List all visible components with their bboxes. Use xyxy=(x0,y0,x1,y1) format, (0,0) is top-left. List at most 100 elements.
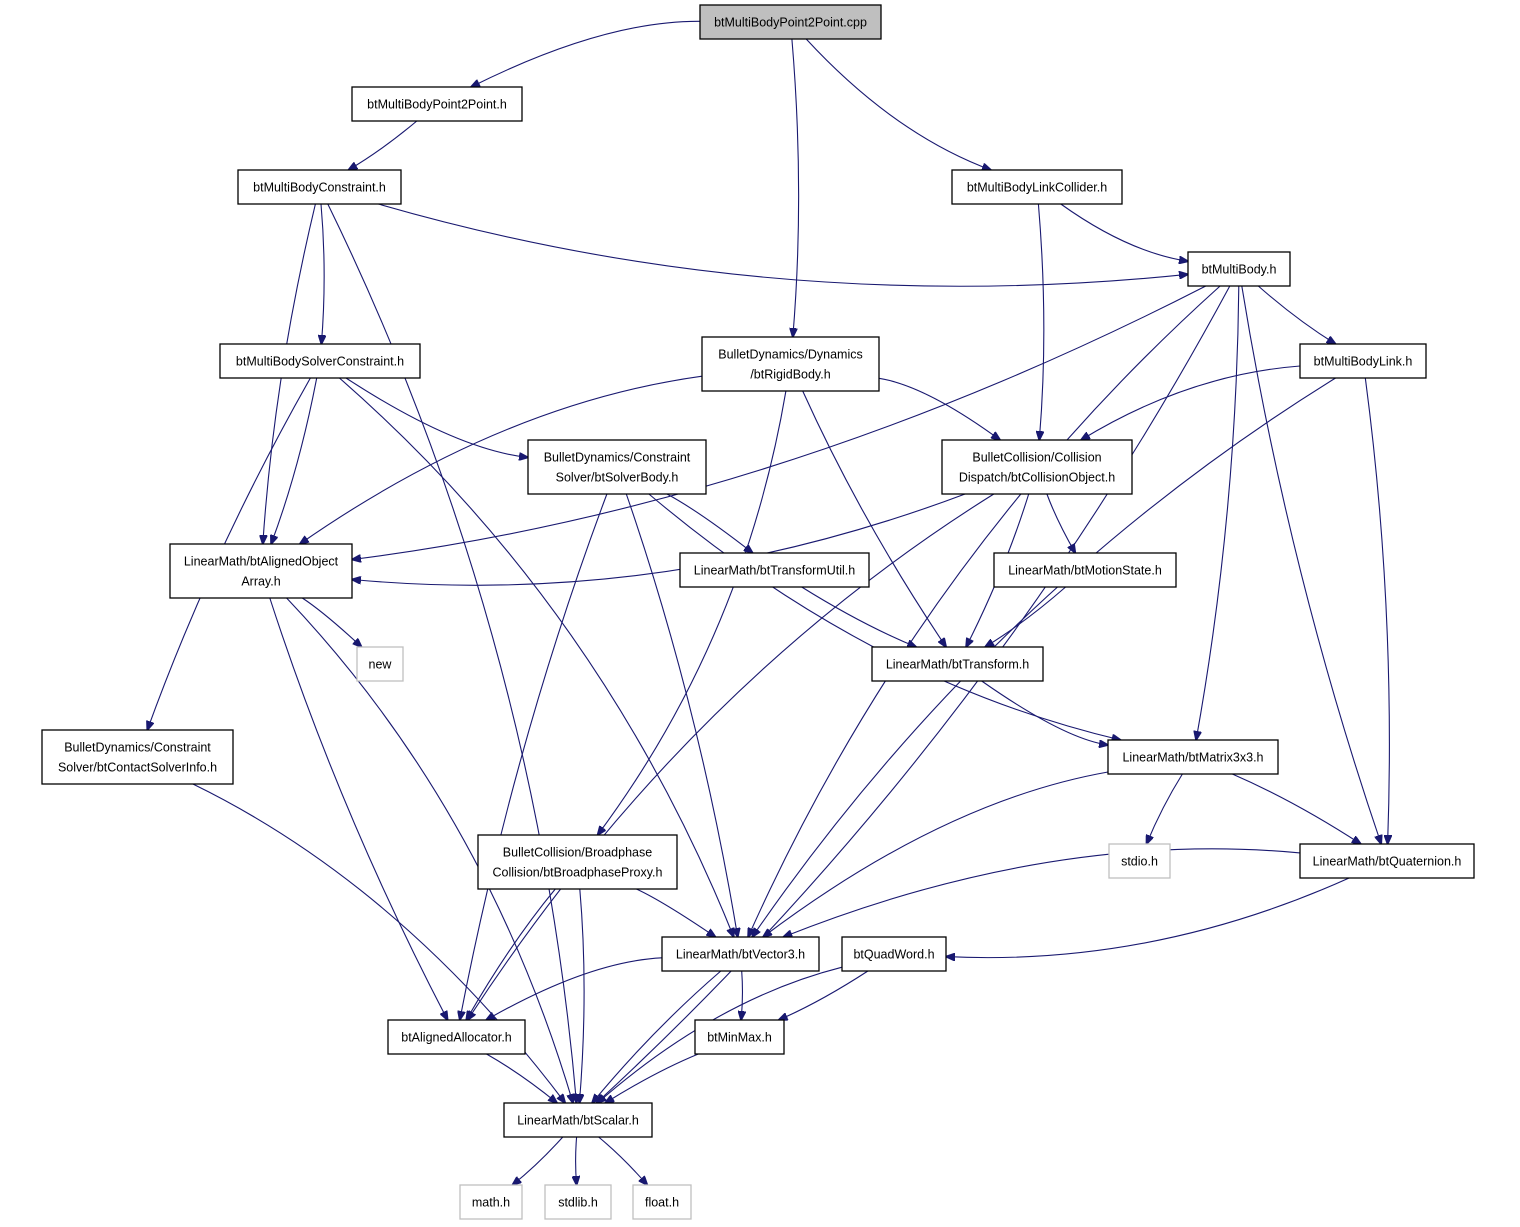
node-collisionobject-h[interactable]: BulletCollision/CollisionDispatch/btColl… xyxy=(941,439,1133,495)
node-box xyxy=(351,86,523,122)
edge-link_h-to-quaternion_h xyxy=(1364,377,1389,844)
edge-vector3_h-to-minmax_h xyxy=(741,970,742,1020)
node-solverbody-h[interactable]: BulletDynamics/ConstraintSolver/btSolver… xyxy=(527,439,707,495)
edge-collisionobject_h-to-alignedobjectarray_h xyxy=(352,493,966,586)
node-label: float.h xyxy=(645,1196,679,1210)
node-link-h[interactable]: btMultiBodyLink.h xyxy=(1299,343,1427,379)
node-label: /btRigidBody.h xyxy=(750,368,830,382)
node-label: Dispatch/btCollisionObject.h xyxy=(959,471,1115,485)
node-scalar-h[interactable]: LinearMath/btScalar.h xyxy=(503,1102,653,1138)
node-solverconstraint-h[interactable]: btMultiBodySolverConstraint.h xyxy=(219,343,421,379)
node-broadphaseproxy-h[interactable]: BulletCollision/BroadphaseCollision/btBr… xyxy=(477,834,678,890)
node-label: LinearMath/btQuaternion.h xyxy=(1313,855,1462,869)
edge-collisionobject_h-to-alignedallocator_h xyxy=(468,493,995,1020)
node-box xyxy=(1187,251,1291,287)
node-label: Array.h xyxy=(241,575,280,589)
node-box xyxy=(871,646,1044,682)
node-label: BulletDynamics/Constraint xyxy=(544,451,691,465)
node-label: BulletCollision/Broadphase xyxy=(503,846,652,860)
edge-linkcollider_h-to-collisionobject_h xyxy=(1038,203,1045,440)
edge-quaternion_h-to-vector3_h xyxy=(783,848,1301,937)
node-box xyxy=(1107,739,1279,775)
edge-solverconstraint_h-to-vector3_h xyxy=(339,377,733,937)
edge-matrix3x3_h-to-quaternion_h xyxy=(1232,773,1361,844)
edge-alignedobjectarray_h-to-alignedallocator_h xyxy=(269,597,448,1020)
node-box xyxy=(701,336,880,392)
node-label: new xyxy=(369,658,393,672)
edge-constraint_h-to-solverconstraint_h xyxy=(321,203,324,344)
edge-scalar_h-to-float_h xyxy=(598,1136,648,1185)
node-quadword-h[interactable]: btQuadWord.h xyxy=(841,936,947,972)
node-p2p-h[interactable]: btMultiBodyPoint2Point.h xyxy=(351,86,523,122)
edge-p2p_h-to-constraint_h xyxy=(348,120,418,170)
node-box xyxy=(941,439,1133,495)
edge-vector3_h-to-alignedallocator_h xyxy=(486,957,663,1020)
edge-multibody_h-to-quaternion_h xyxy=(1241,285,1381,844)
node-transformutil-h[interactable]: LinearMath/btTransformUtil.h xyxy=(679,552,870,588)
node-label: BulletDynamics/Dynamics xyxy=(718,348,862,362)
node-math-h: math.h xyxy=(459,1184,523,1220)
node-label: LinearMath/btScalar.h xyxy=(517,1114,639,1128)
node-root[interactable]: btMultiBodyPoint2Point.cpp xyxy=(699,4,882,40)
node-label: btMultiBodySolverConstraint.h xyxy=(236,355,404,369)
node-label: Collision/btBroadphaseProxy.h xyxy=(492,866,662,880)
node-label: btMultiBodyConstraint.h xyxy=(253,181,386,195)
node-motionstate-h[interactable]: LinearMath/btMotionState.h xyxy=(993,552,1177,588)
node-label: math.h xyxy=(472,1196,510,1210)
node-label: LinearMath/btAlignedObject xyxy=(184,555,339,569)
node-quaternion-h[interactable]: LinearMath/btQuaternion.h xyxy=(1299,843,1475,879)
edge-linkcollider_h-to-multibody_h xyxy=(1060,203,1188,261)
node-minmax-h[interactable]: btMinMax.h xyxy=(694,1019,785,1055)
node-box xyxy=(694,1019,785,1055)
node-label: Solver/btContactSolverInfo.h xyxy=(58,761,217,775)
node-label: BulletCollision/Collision xyxy=(972,451,1101,465)
edge-solverconstraint_h-to-solverbody_h xyxy=(345,377,528,457)
node-label: LinearMath/btTransformUtil.h xyxy=(694,564,855,578)
node-label: btMultiBodyLink.h xyxy=(1314,355,1413,369)
node-box xyxy=(661,936,820,972)
edges xyxy=(147,20,1389,1185)
node-box xyxy=(993,552,1177,588)
edge-contactsolverinfo_h-to-scalar_h xyxy=(192,783,565,1103)
edge-alignedobjectarray_h-to-scalar_h xyxy=(286,597,573,1103)
edge-solverbody_h-to-vector3_h xyxy=(625,493,737,937)
nodes: btMultiBodyPoint2Point.cpp btMultiBodyPoi… xyxy=(41,4,1475,1220)
node-new: new xyxy=(356,646,404,682)
node-linkcollider-h[interactable]: btMultiBodyLinkCollider.h xyxy=(951,169,1123,205)
node-label: Solver/btSolverBody.h xyxy=(556,471,679,485)
edge-root-to-p2p_h xyxy=(471,20,701,87)
edge-multibody_h-to-alignedobjectarray_h xyxy=(352,285,1207,560)
node-box xyxy=(679,552,870,588)
node-rigidbody-h[interactable]: BulletDynamics/Dynamics/btRigidBody.h xyxy=(701,336,880,392)
node-box xyxy=(1299,843,1475,879)
node-constraint-h[interactable]: btMultiBodyConstraint.h xyxy=(237,169,402,205)
node-box xyxy=(356,646,404,682)
edge-multibody_h-to-scalar_h xyxy=(596,285,1231,1103)
edge-multibody_h-to-matrix3x3_h xyxy=(1196,285,1240,740)
edge-rigidbody_h-to-broadphaseproxy_h xyxy=(598,390,787,835)
node-alignedallocator-h[interactable]: btAlignedAllocator.h xyxy=(387,1019,526,1055)
edge-constraint_h-to-multibody_h xyxy=(378,203,1188,287)
node-label: btQuadWord.h xyxy=(853,948,934,962)
node-matrix3x3-h[interactable]: LinearMath/btMatrix3x3.h xyxy=(1107,739,1279,775)
edge-alignedobjectarray_h-to-new xyxy=(301,597,361,647)
node-box xyxy=(544,1184,612,1220)
edge-link_h-to-vector3_h xyxy=(752,377,1336,937)
edge-broadphaseproxy_h-to-scalar_h xyxy=(579,888,585,1103)
edge-solverbody_h-to-alignedallocator_h xyxy=(460,493,608,1020)
node-label: btMultiBody.h xyxy=(1202,263,1277,277)
edge-collisionobject_h-to-motionstate_h xyxy=(1046,493,1075,553)
node-label: LinearMath/btTransform.h xyxy=(886,658,1029,672)
node-vector3-h[interactable]: LinearMath/btVector3.h xyxy=(661,936,820,972)
node-stdio-h: stdio.h xyxy=(1108,843,1171,879)
node-transform-h[interactable]: LinearMath/btTransform.h xyxy=(871,646,1044,682)
node-contactsolverinfo-h[interactable]: BulletDynamics/ConstraintSolver/btContac… xyxy=(41,729,234,785)
node-multibody-h[interactable]: btMultiBody.h xyxy=(1187,251,1291,287)
node-box xyxy=(477,834,678,890)
edge-solverconstraint_h-to-alignedobjectarray_h xyxy=(271,377,318,544)
node-label: btMultiBodyPoint2Point.cpp xyxy=(714,16,867,30)
node-label: btMultiBodyLinkCollider.h xyxy=(967,181,1107,195)
node-box xyxy=(632,1184,692,1220)
